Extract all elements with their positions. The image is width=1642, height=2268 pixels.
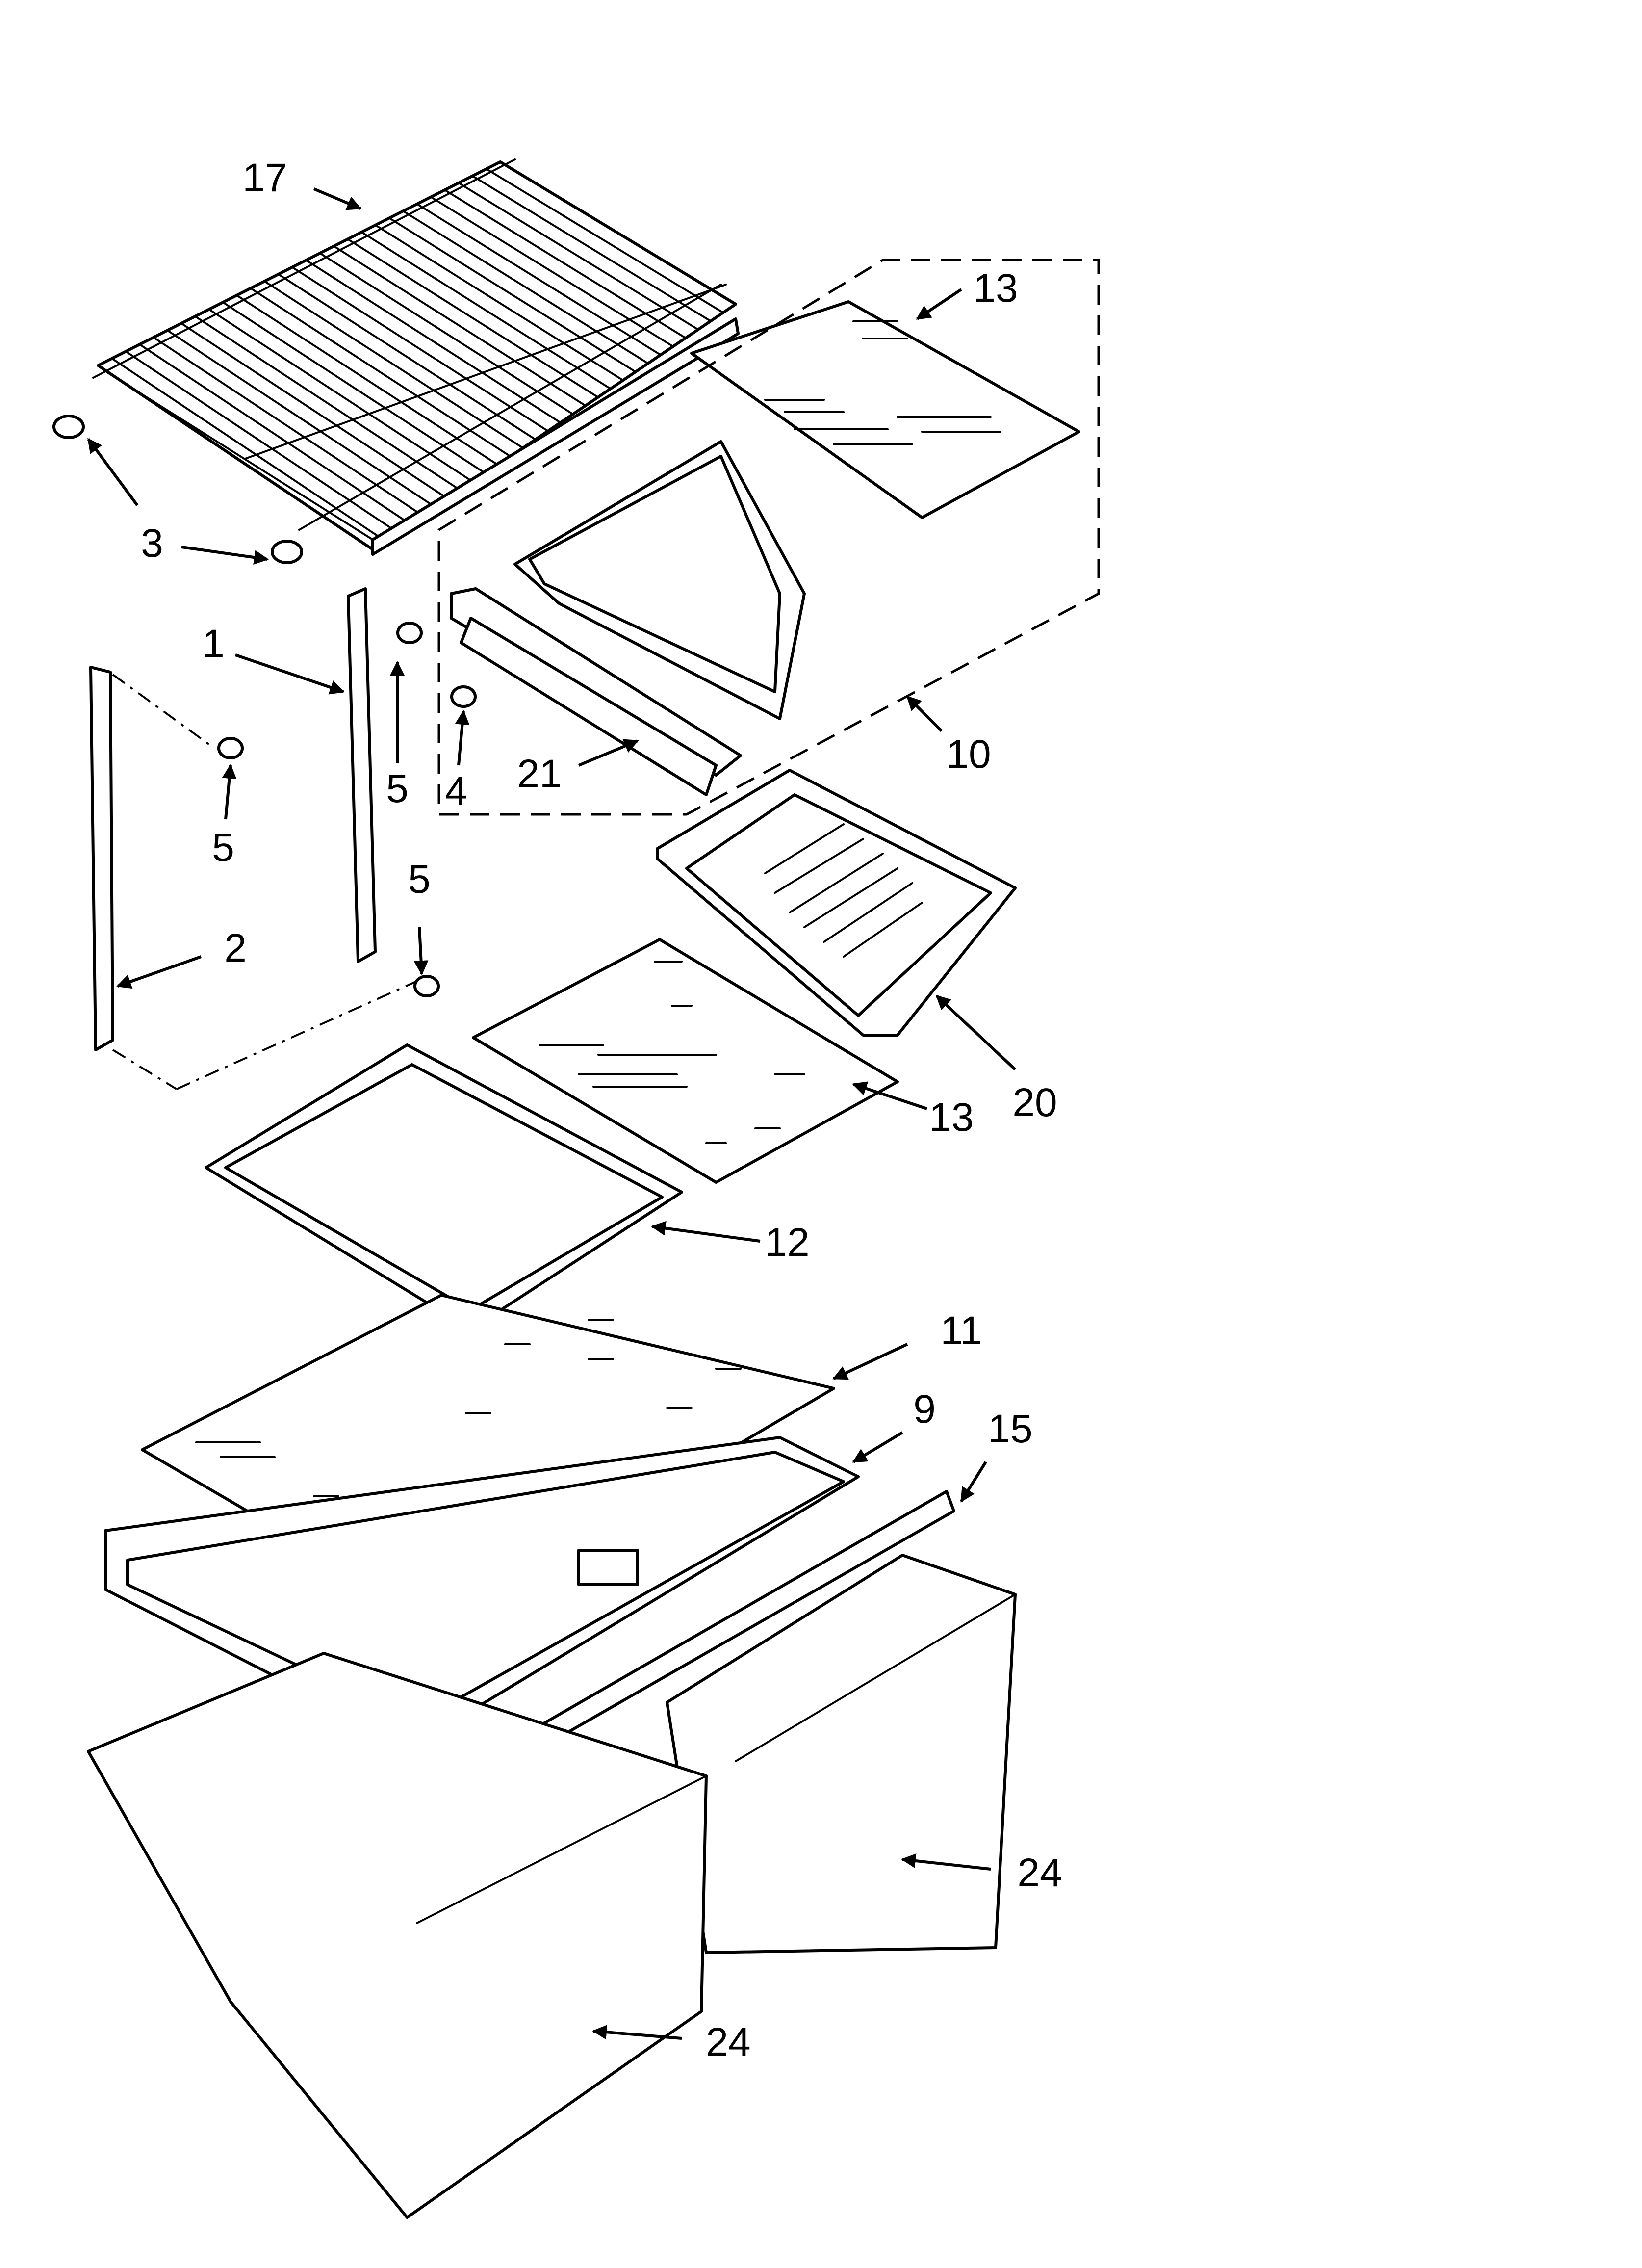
wire-rung <box>111 357 386 542</box>
callout-4: 4 <box>445 769 467 813</box>
wire-rung <box>346 238 599 398</box>
callout-21: 21 <box>517 752 562 796</box>
callout-3: 3 <box>141 521 163 566</box>
callouts: 17 13 3 1 5 5 4 21 10 5 2 20 13 12 11 9 … <box>141 156 1062 2064</box>
callout-17: 17 <box>242 156 287 200</box>
wire-rung <box>416 203 662 356</box>
wire-rung <box>208 308 474 483</box>
callout-10: 10 <box>946 732 991 777</box>
wire-rung <box>402 210 649 365</box>
wire-rung <box>250 287 512 458</box>
wire-rung <box>263 280 524 449</box>
wire-rung <box>125 350 399 534</box>
screw <box>217 622 477 997</box>
bracket <box>450 587 742 796</box>
callout-11: 11 <box>940 1308 982 1353</box>
wire-rung <box>305 259 562 424</box>
wire-rung <box>319 252 574 416</box>
callout-13-upper: 13 <box>973 266 1018 311</box>
wire-rung <box>458 182 699 331</box>
callout-15: 15 <box>988 1407 1032 1451</box>
callout-24-left: 24 <box>706 2020 750 2064</box>
crisper-drawer-right <box>666 1554 1017 1954</box>
wire-rung <box>97 365 374 550</box>
callout-12: 12 <box>765 1220 809 1265</box>
wire-rung <box>485 168 724 314</box>
callout-1: 1 <box>202 622 225 666</box>
wire-rung <box>277 273 537 441</box>
wire-rung <box>166 329 436 508</box>
tray-frame-upper <box>513 440 806 720</box>
wire-shelf <box>92 158 740 556</box>
leader-arrows <box>87 187 1017 2040</box>
tray-frame-lower <box>205 1043 683 1331</box>
callout-24-right: 24 <box>1017 1851 1062 1895</box>
callout-5-lower: 5 <box>408 857 431 902</box>
callout-20: 20 <box>1012 1080 1057 1125</box>
side-rail <box>89 666 417 1090</box>
wire-rung <box>153 336 424 517</box>
callout-13-lower: 13 <box>929 1095 974 1140</box>
callout-5-left: 5 <box>212 825 234 870</box>
vertical-rail <box>347 587 377 963</box>
wire-rung <box>388 217 637 373</box>
wire-rung <box>471 175 712 322</box>
wire-rung <box>499 161 737 305</box>
wire-rung <box>291 266 549 432</box>
wire-rung <box>180 322 449 500</box>
wire-rung <box>430 196 674 348</box>
assembly-outline <box>437 259 1100 816</box>
shelf-support <box>52 415 303 564</box>
callout-2: 2 <box>224 926 247 970</box>
glass-insert-upper <box>690 300 1080 519</box>
wire-rung <box>333 245 587 407</box>
glass-insert-lower <box>472 938 899 1184</box>
wire-rung <box>374 224 624 382</box>
wire-rung <box>194 315 462 492</box>
wire-rung <box>443 189 687 339</box>
callout-5-upper-right: 5 <box>386 766 409 811</box>
wire-rung <box>138 343 411 525</box>
callout-9: 9 <box>913 1387 936 1432</box>
crisper-bin <box>656 769 1017 1037</box>
wire-rung <box>360 231 612 390</box>
wire-rung <box>222 301 487 474</box>
wire-rung <box>235 294 499 466</box>
crisper-drawer-left <box>87 1652 708 2219</box>
